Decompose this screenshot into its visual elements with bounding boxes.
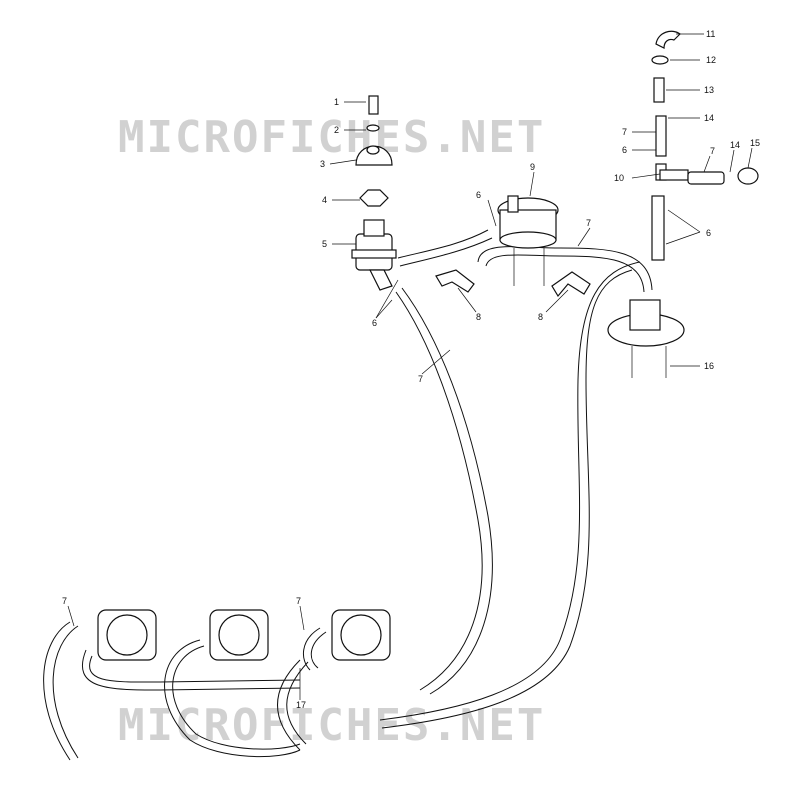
callout-11: 11 bbox=[706, 29, 715, 39]
fuel-pump-9 bbox=[497, 195, 559, 286]
callout-9: 9 bbox=[530, 162, 535, 172]
fuel-filter-assembly bbox=[351, 95, 397, 291]
callout-8-b: 8 bbox=[538, 312, 543, 322]
watermark-top: MICROFICHES.NET bbox=[118, 112, 546, 163]
callout-16: 16 bbox=[704, 361, 714, 371]
callout-17: 17 bbox=[296, 700, 306, 710]
callout-10: 10 bbox=[614, 173, 624, 183]
callout-6-c: 6 bbox=[706, 228, 711, 238]
callout-1: 1 bbox=[334, 97, 339, 107]
callout-leaders bbox=[67, 33, 753, 700]
callout-7-a: 7 bbox=[418, 374, 423, 384]
fuel-hoses bbox=[43, 229, 653, 761]
carburetors bbox=[97, 609, 391, 661]
callout-3: 3 bbox=[320, 159, 325, 169]
callout-8-a: 8 bbox=[476, 312, 481, 322]
hose-clips bbox=[435, 269, 591, 298]
callout-7-b: 7 bbox=[586, 218, 591, 228]
vent-line-assembly bbox=[651, 30, 759, 261]
callout-13: 13 bbox=[704, 85, 714, 95]
callout-6-b: 6 bbox=[372, 318, 377, 328]
callout-14-a: 14 bbox=[704, 113, 714, 123]
callout-4: 4 bbox=[322, 195, 327, 205]
watermark-bottom: MICROFICHES.NET bbox=[118, 700, 546, 751]
callout-6-a: 6 bbox=[476, 190, 481, 200]
callout-labels: 1 2 3 4 5 6 6 6 6 7 7 7 7 7 7 8 8 9 10 1… bbox=[62, 29, 760, 710]
callout-15: 15 bbox=[750, 138, 760, 148]
callout-2: 2 bbox=[334, 125, 339, 135]
callout-7-c: 7 bbox=[622, 127, 627, 137]
callout-5: 5 bbox=[322, 239, 327, 249]
callout-7-e: 7 bbox=[62, 596, 67, 606]
callout-6-d: 6 bbox=[622, 145, 627, 155]
callout-7-f: 7 bbox=[296, 596, 301, 606]
callout-7-d: 7 bbox=[710, 146, 715, 156]
callout-14-b: 14 bbox=[730, 140, 740, 150]
callout-12: 12 bbox=[706, 55, 716, 65]
tank-sender-16 bbox=[607, 299, 685, 378]
